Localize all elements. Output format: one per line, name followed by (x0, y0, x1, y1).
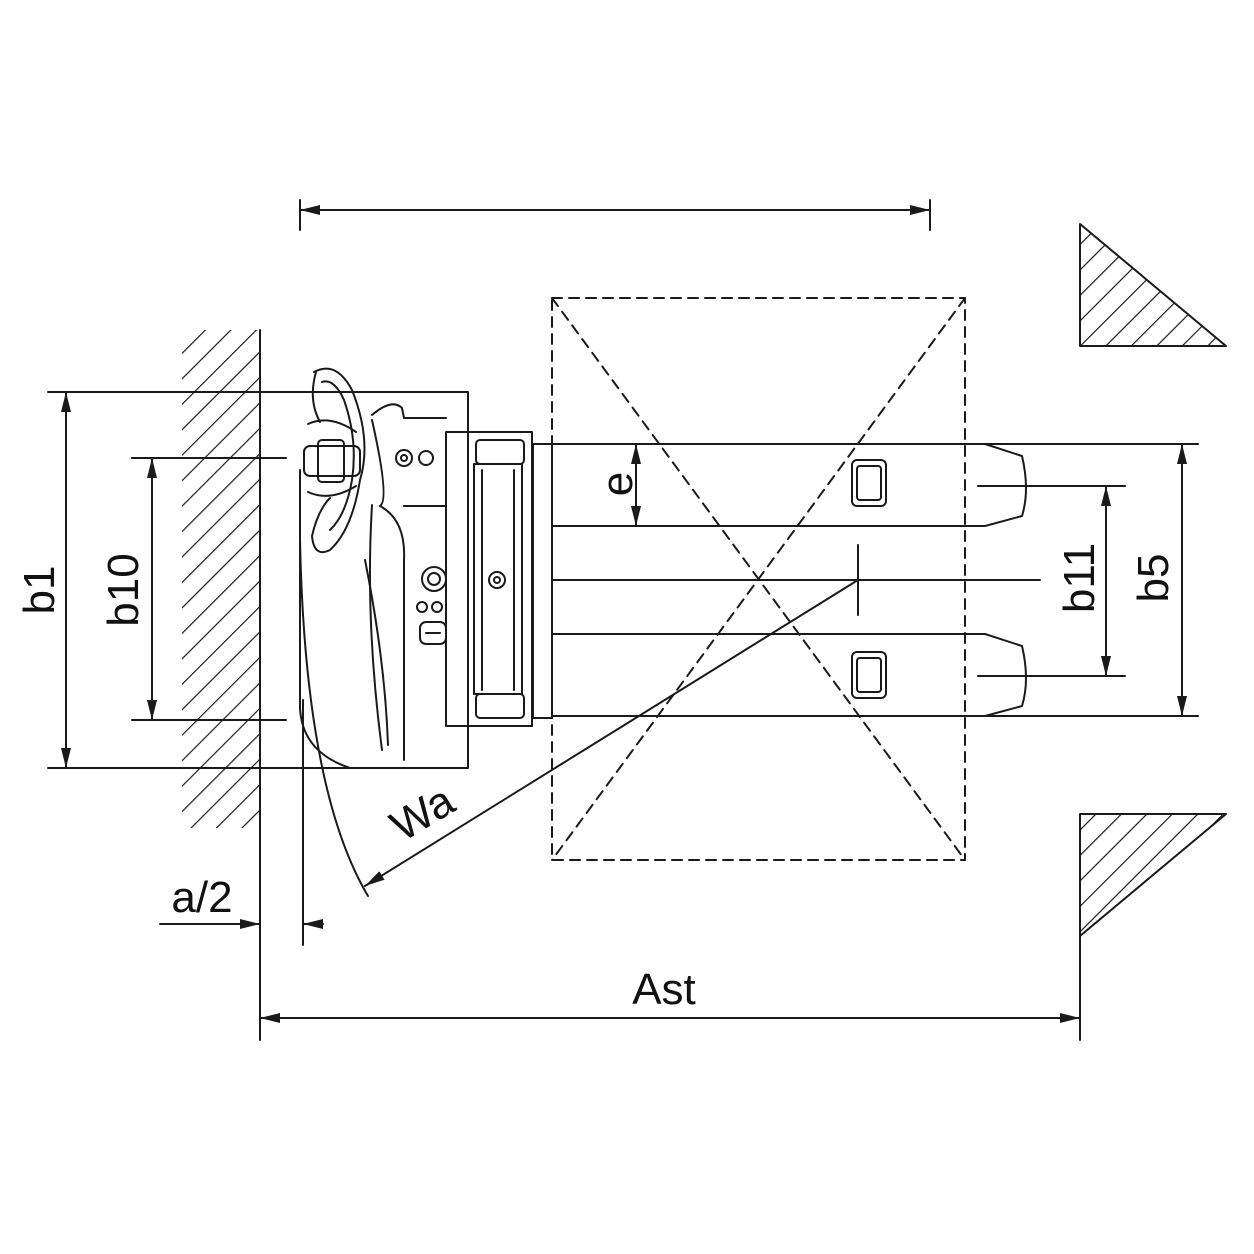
label-b5: b5 (1129, 554, 1178, 603)
ast-dimension (259, 935, 1081, 1041)
truck-body (299, 391, 469, 769)
fork-carriage (445, 431, 553, 727)
right-wall-bottom (1079, 813, 1227, 937)
label-ast: Ast (632, 965, 696, 1014)
left-wall (182, 329, 261, 829)
a-half-dimension (159, 699, 324, 1041)
b10-dimension (131, 457, 287, 721)
turning-radius-line (364, 579, 859, 887)
label-b11: b11 (1055, 543, 1104, 613)
label-e: e (593, 472, 642, 496)
right-wall-top (1079, 223, 1227, 347)
label-a-half: a/2 (171, 873, 232, 922)
label-wa: Wa (382, 776, 463, 851)
tiller-handle (303, 367, 366, 554)
b1-dimension (47, 391, 351, 769)
b5-dimension (984, 443, 1199, 717)
fork-lower (551, 633, 1126, 717)
label-b10: b10 (99, 553, 148, 626)
label-b1: b1 (15, 566, 64, 615)
turning-arc (299, 539, 369, 897)
fork-upper (551, 443, 1126, 527)
overall-length-dimension (299, 199, 931, 231)
